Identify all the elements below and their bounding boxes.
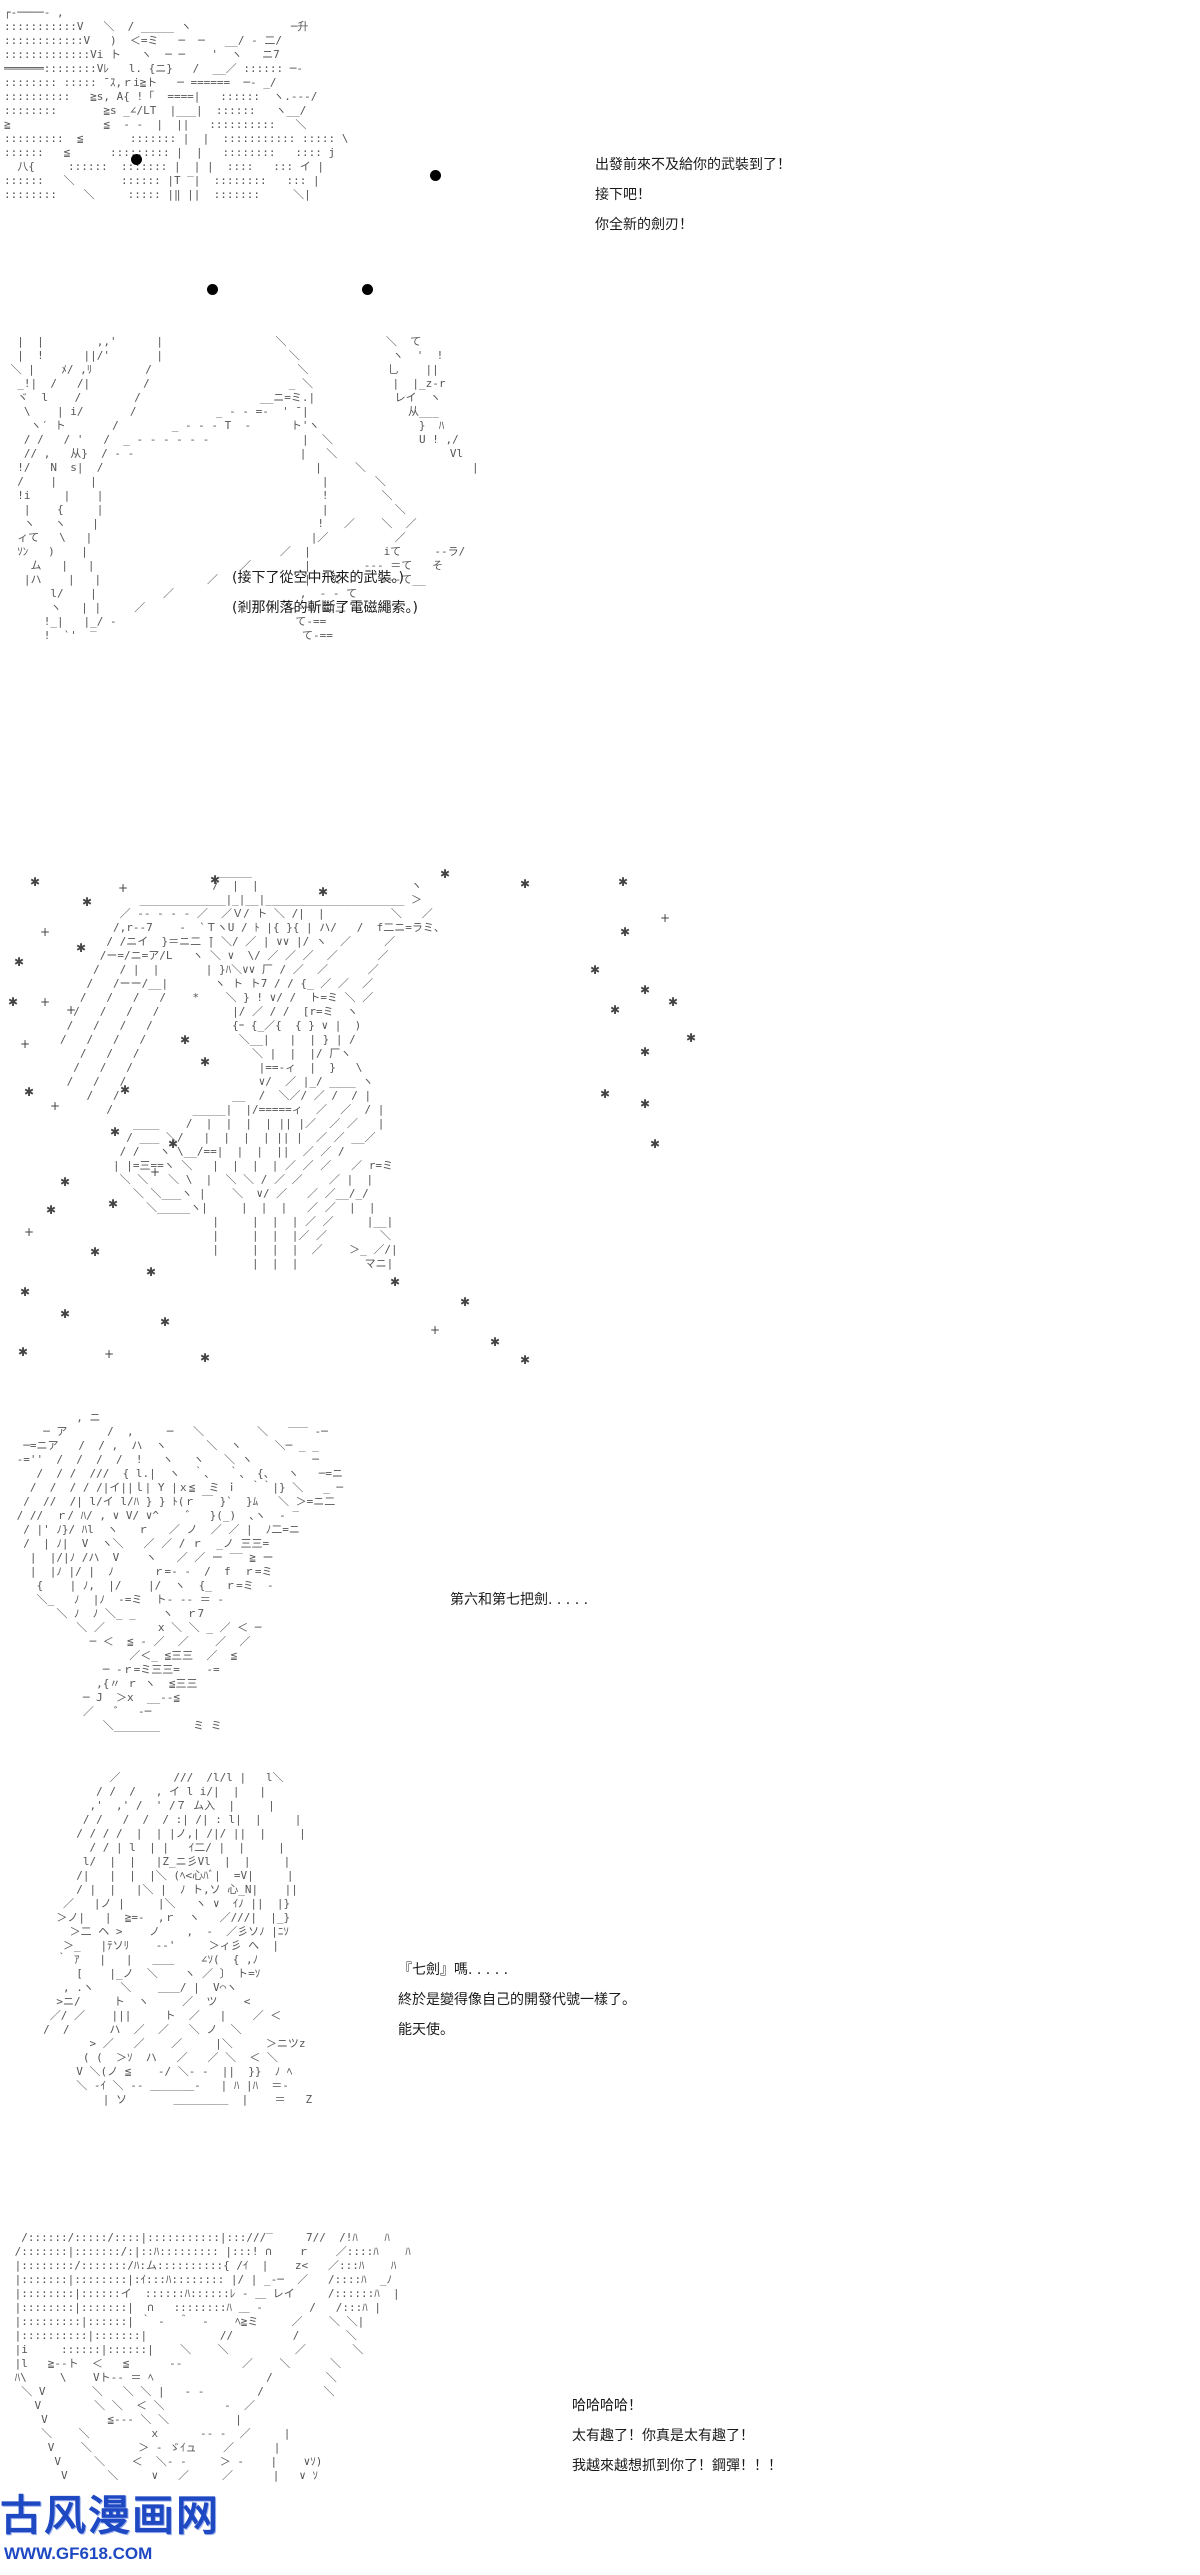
star-icon: ✱ <box>668 995 679 1009</box>
star-icon: + <box>40 995 51 1009</box>
star-icon: ✱ <box>686 1031 697 1045</box>
star-icon: ✱ <box>160 1315 171 1329</box>
star-icon: ✱ <box>14 955 25 969</box>
dialogue-panel-5: 『七劍』嗎. . . . . 終於是變得像自己的開發代號一樣了。 能天使。 <box>398 1955 636 2045</box>
star-icon: ✱ <box>90 1245 101 1259</box>
watermark-logo: 古风漫画网 <box>0 2491 221 2540</box>
decor-dot <box>207 284 218 295</box>
dialogue-line: 我越來越想抓到你了！鋼彈！！！ <box>572 2458 782 2474</box>
star-icon: ✱ <box>8 995 19 1009</box>
panel-6: /::::::/:::::/::::|:::::::::::|:::///‾ 7… <box>0 2225 1200 2575</box>
dialogue-line: (接下了從空中飛來的武裝。) <box>232 570 404 586</box>
ascii-art-panel-4: , ニ ─ ア / , ─ ＼ ＼ ‾‾‾ ‐─ ─=ニア / / , ハ ヽ … <box>16 1411 344 1732</box>
star-icon: ✱ <box>146 1265 157 1279</box>
decor-dot <box>131 154 142 165</box>
star-icon: ✱ <box>60 1307 71 1321</box>
panel-5: ／ /// /l/l | l＼ / / / , イ l i/| | | ,' ,… <box>0 1765 1200 2210</box>
dialogue-line: 你全新的劍刃！ <box>595 217 693 233</box>
dialogue-line: 能天使。 <box>398 2022 454 2038</box>
decor-dot <box>430 170 441 181</box>
star-icon: ✱ <box>82 895 93 909</box>
ascii-art-panel-2: | | ,,' | ＼ ＼ て | ! ||/' | ＼ ヽ ' ! ＼ | ﾒ… <box>10 335 479 642</box>
star-icon: ✱ <box>600 1087 611 1101</box>
star-icon: + <box>20 1037 31 1051</box>
star-icon: ✱ <box>120 1083 131 1097</box>
star-icon: ✱ <box>110 1125 121 1139</box>
dialogue-line: 哈哈哈哈！ <box>572 2398 642 2414</box>
star-icon: ✱ <box>640 983 651 997</box>
star-icon: ✱ <box>390 1275 401 1289</box>
star-icon: + <box>660 911 671 925</box>
dialogue-line: 出發前來不及給你的武裝到了！ <box>595 157 791 173</box>
dialogue-line: 第六和第七把劍. . . . . <box>450 1592 589 1608</box>
star-icon: + <box>66 1003 77 1017</box>
site-watermark: 古风漫画网 WWW.GF618.COM <box>0 2490 220 2570</box>
dialogue-line: (剎那俐落的斬斷了電磁繩索。) <box>232 600 418 616</box>
dialogue-line: 『七劍』嗎. . . . . <box>398 1962 509 1978</box>
star-icon: ✱ <box>108 1197 119 1211</box>
star-icon: ✱ <box>168 1137 179 1151</box>
ascii-art-panel-6: /::::::/:::::/::::|:::::::::::|:::///‾ 7… <box>14 2231 411 2482</box>
star-icon: ✱ <box>460 1295 471 1309</box>
star-icon: ✱ <box>18 1345 29 1359</box>
star-icon: ✱ <box>650 1137 661 1151</box>
starfield: ✱ ✱ + ✱ ✱ ✱ ✱ ✱ + ✱ + ✱ ✱ ✱ ✱ ✱ + + ✱ ✱ … <box>0 845 720 1385</box>
star-icon: + <box>118 881 129 895</box>
dialogue-line: 太有趣了！你真是太有趣了！ <box>572 2428 754 2444</box>
star-icon: ✱ <box>200 1055 211 1069</box>
star-icon: ✱ <box>180 1033 191 1047</box>
star-icon: ✱ <box>60 1175 71 1189</box>
star-icon: ✱ <box>620 925 631 939</box>
star-icon: ✱ <box>520 1353 531 1367</box>
star-icon: ✱ <box>640 1045 651 1059</box>
star-icon: ✱ <box>200 1351 211 1365</box>
star-icon: ✱ <box>610 1003 621 1017</box>
star-icon: ✱ <box>520 877 531 891</box>
panel-4: , ニ ─ ア / , ─ ＼ ＼ ‾‾‾ ‐─ ─=ニア / / , ハ ヽ … <box>0 1405 1200 1750</box>
star-icon: + <box>150 1165 161 1179</box>
dialogue-line: 接下吧！ <box>595 187 651 203</box>
star-icon: ✱ <box>210 873 221 887</box>
dialogue-panel-6: 哈哈哈哈！ 太有趣了！你真是太有趣了！ 我越來越想抓到你了！鋼彈！！！ <box>572 2391 782 2481</box>
star-icon: ✱ <box>490 1335 501 1349</box>
panel-2: | | ,,' | ＼ ＼ て | ! ||/' | ＼ ヽ ' ! ＼ | ﾒ… <box>0 325 1200 835</box>
ascii-art-panel-5: ／ /// /l/l | l＼ / / / , イ l i/| | | ,' ,… <box>43 1771 313 2106</box>
panel-3: ✱ ✱ + ✱ ✱ ✱ ✱ ✱ + ✱ + ✱ ✱ ✱ ✱ ✱ + + ✱ ✱ … <box>0 845 1200 1385</box>
star-icon: ✱ <box>618 875 629 889</box>
star-icon: ✱ <box>20 1285 31 1299</box>
star-icon: + <box>40 925 51 939</box>
star-icon: ✱ <box>640 1097 651 1111</box>
star-icon: + <box>24 1225 35 1239</box>
star-icon: + <box>50 1099 61 1113</box>
star-icon: + <box>104 1347 115 1361</box>
dialogue-panel-1: 出發前來不及給你的武裝到了！ 接下吧！ 你全新的劍刃！ <box>595 150 791 240</box>
dialogue-line: 終於是變得像自己的開發代號一樣了。 <box>398 1992 636 2008</box>
star-icon: ✱ <box>30 875 41 889</box>
star-icon: + <box>430 1323 441 1337</box>
ascii-art-panel-3: _____ / | | ヽ _____________|_|__|_______… <box>60 865 445 1270</box>
star-icon: ✱ <box>318 885 329 899</box>
star-icon: ✱ <box>440 867 451 881</box>
star-icon: ✱ <box>590 963 601 977</box>
star-icon: ✱ <box>46 1203 57 1217</box>
dialogue-panel-2: (接下了從空中飛來的武裝。) (剎那俐落的斬斷了電磁繩索。) <box>232 563 418 623</box>
panel-1: ┌‐────‐ , :::::::::::V ＼ / _____ ヽ ─升 ::… <box>0 0 1200 310</box>
star-icon: ✱ <box>24 1085 35 1099</box>
ascii-art-panel-1: ┌‐────‐ , :::::::::::V ＼ / _____ ヽ ─升 ::… <box>4 6 349 201</box>
watermark-url: WWW.GF618.COM <box>4 2544 153 2563</box>
dialogue-panel-4: 第六和第七把劍. . . . . <box>450 1585 588 1615</box>
star-icon: ✱ <box>76 941 87 955</box>
decor-dot <box>362 284 373 295</box>
